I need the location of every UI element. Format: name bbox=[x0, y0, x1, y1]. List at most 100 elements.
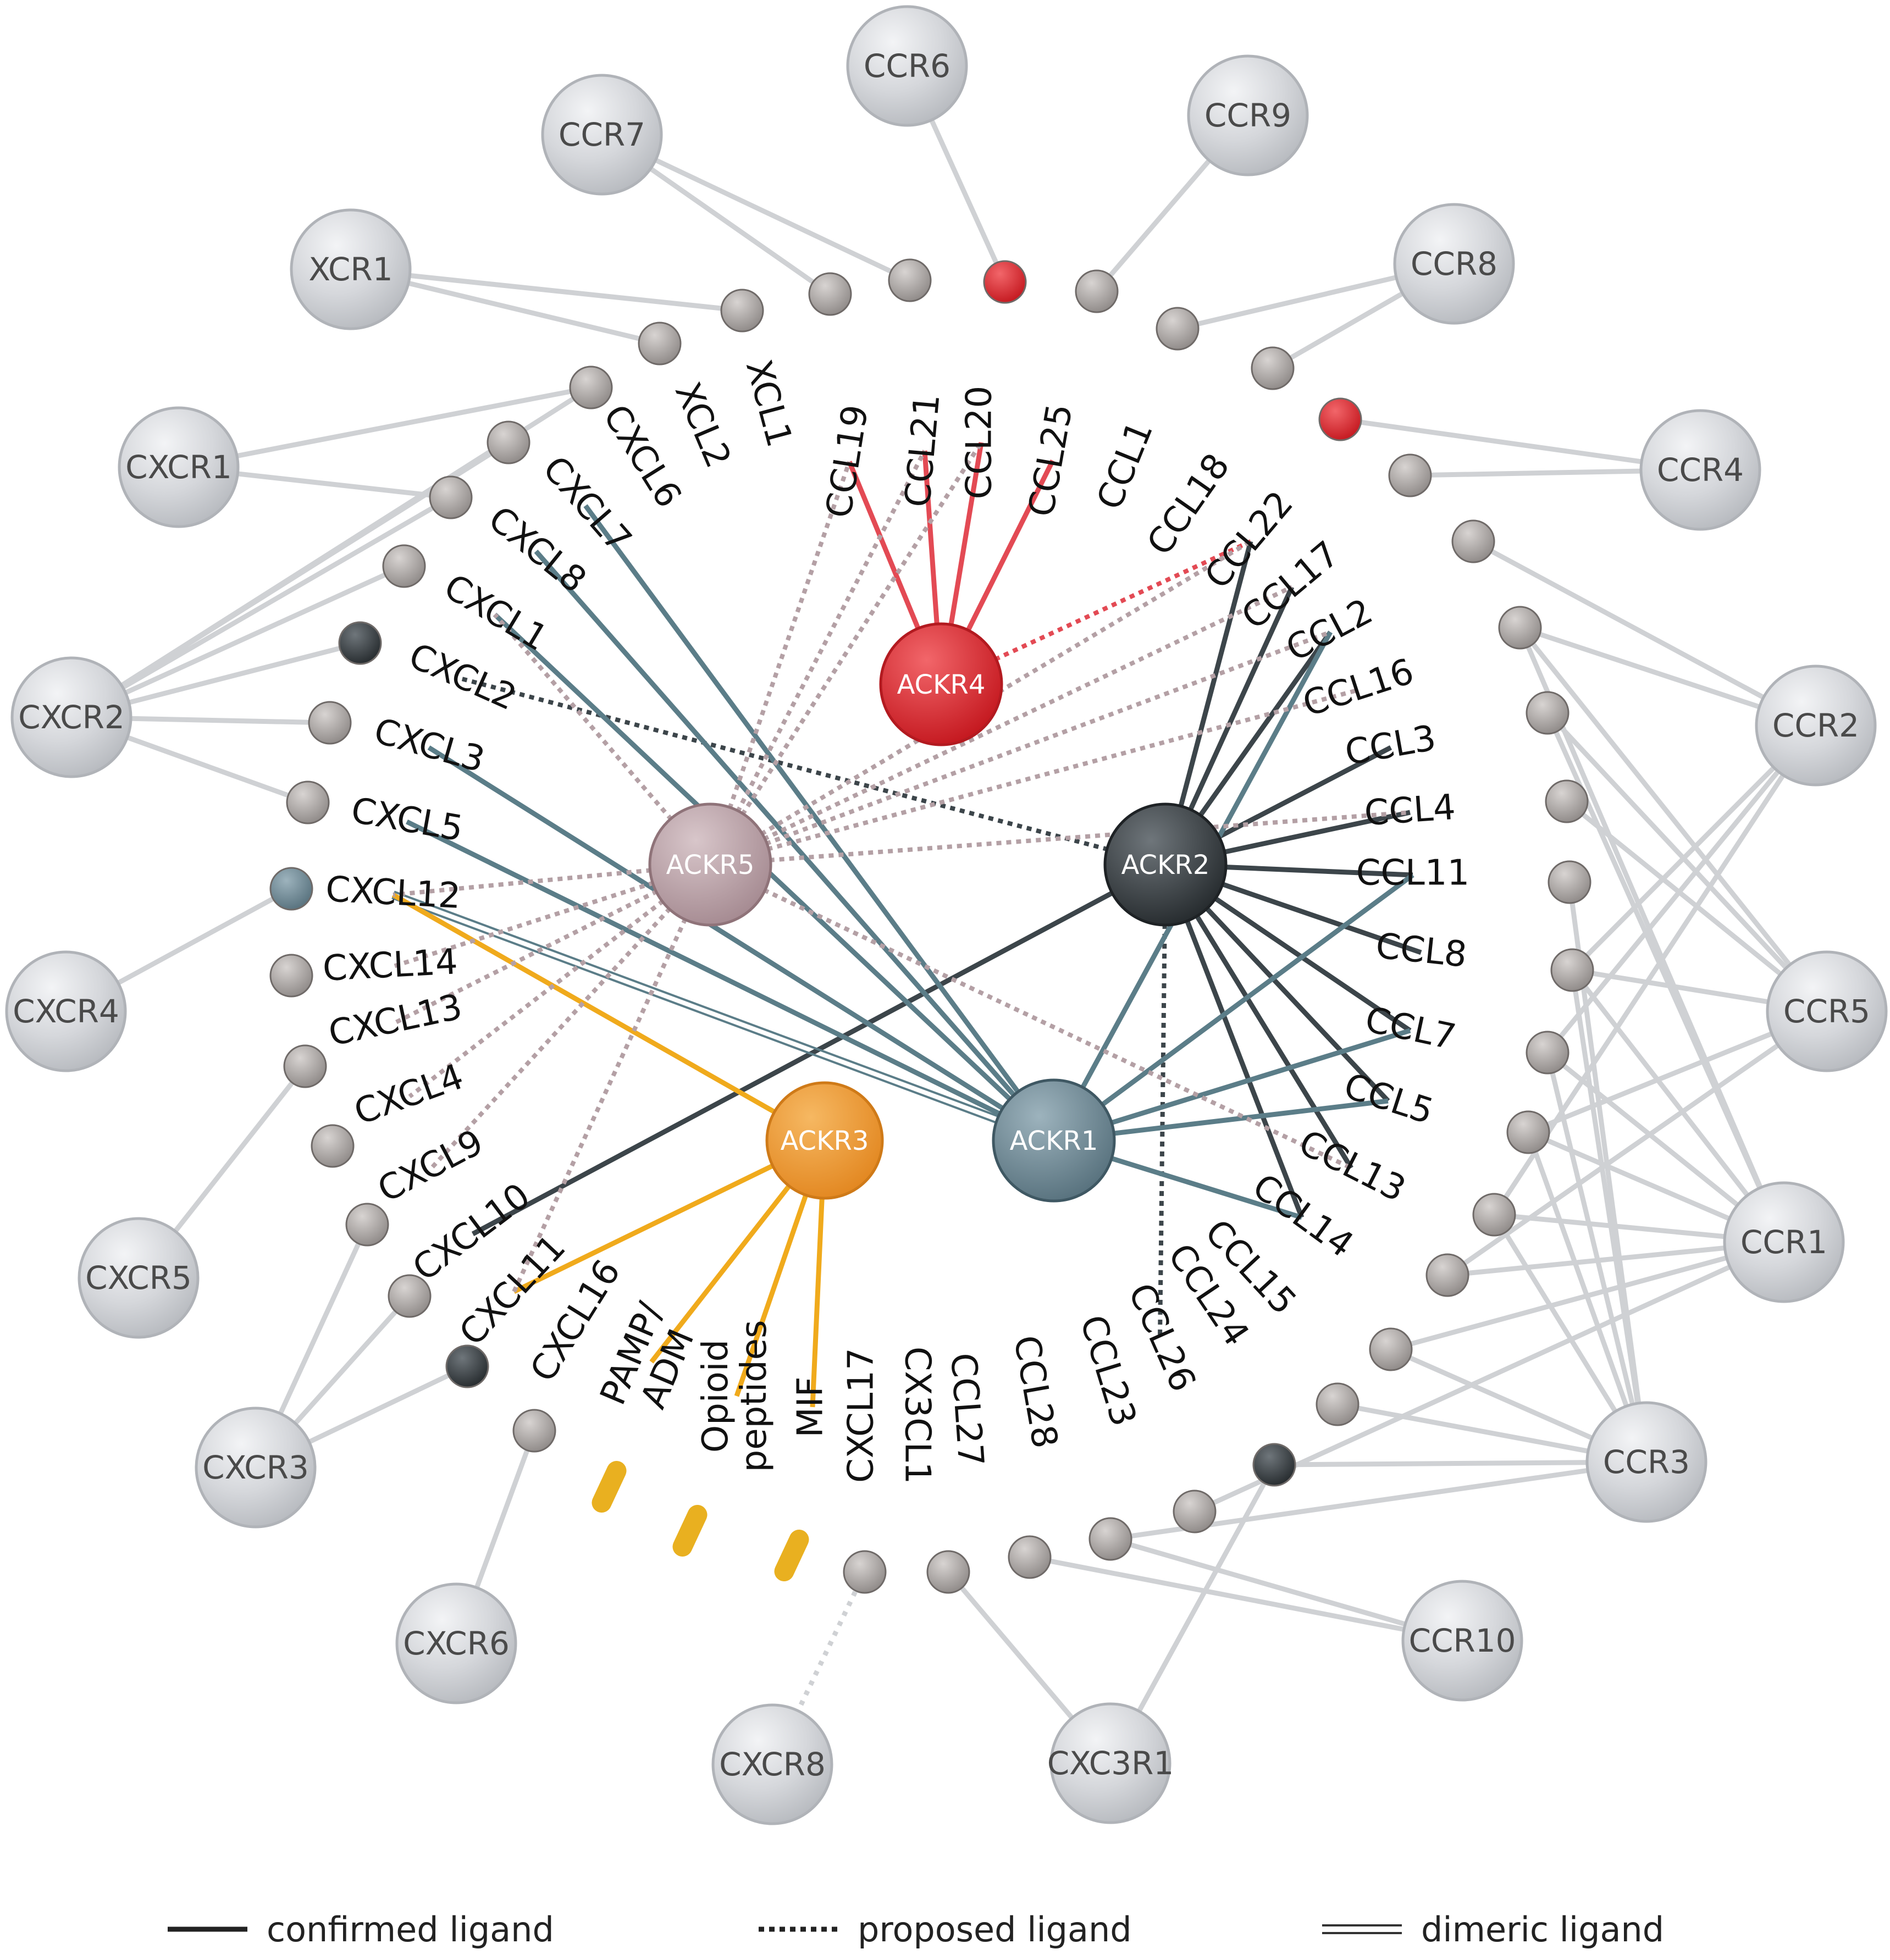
legend-dimeric-ligand: dimeric ligand bbox=[1322, 1909, 1664, 1950]
receptor-label-ccr1: CCR1 bbox=[1740, 1223, 1827, 1261]
ligand-label-mif: MIF bbox=[791, 1377, 831, 1438]
ligand-label-ccl27: CCL27 bbox=[942, 1352, 991, 1468]
ligand-dot-ccl17 bbox=[1388, 453, 1432, 497]
ligand-dot-cxcl9 bbox=[345, 1203, 389, 1247]
ligand-dot-cxcl14 bbox=[269, 954, 313, 998]
ligand-dot-ccl18 bbox=[1251, 346, 1295, 390]
receptor-node-cxcr1 bbox=[118, 406, 240, 528]
legend-confirmed-ligand: confirmed ligand bbox=[168, 1909, 554, 1950]
ligand-dot-cxcl1 bbox=[382, 544, 426, 588]
ackr-node-ackr4 bbox=[879, 622, 1003, 746]
ackr-link-ackr5-ccl4 bbox=[710, 810, 1411, 867]
ligand-dot-cxcl8 bbox=[429, 475, 473, 519]
receptor-ccr6: CCR6 bbox=[846, 5, 968, 127]
receptor-label-ccr4: CCR4 bbox=[1657, 451, 1744, 489]
ligand-cxcl17: CXCL17 bbox=[841, 1348, 887, 1594]
ligand-label-cxcl12: CXCL12 bbox=[325, 869, 462, 917]
receptor-label-cxcr2: CXCR2 bbox=[18, 699, 125, 736]
ackr-link-ackr1-cxcl7 bbox=[583, 504, 1056, 1142]
ackr-ackr5: ACKR5 bbox=[648, 802, 772, 927]
receptor-link-ccl2-ccr2 bbox=[1472, 539, 1817, 728]
ligand-dot-ccl15 bbox=[1369, 1327, 1413, 1371]
ligand-dot-cxcl4 bbox=[311, 1124, 355, 1168]
ligand-label-cxcl3: CXCL3 bbox=[369, 711, 489, 781]
ligand-dot-cxcl10 bbox=[388, 1274, 432, 1318]
ligand-label-cxcl9: CXCL9 bbox=[372, 1122, 490, 1211]
receptor-node-ccr3 bbox=[1585, 1401, 1707, 1523]
ligand-dot-cxcl13 bbox=[283, 1044, 327, 1088]
receptor-link-cxcl6-cxcr1 bbox=[178, 385, 592, 470]
ligand-dot-ccl23 bbox=[1173, 1490, 1217, 1533]
ligand-label-ccl11: CCL11 bbox=[1356, 853, 1469, 894]
ackr-link-ackr5-ccl20 bbox=[708, 441, 983, 866]
ligand-label-cxcl5: CXCL5 bbox=[348, 790, 466, 849]
ackr-link-ackr5-cxcl14 bbox=[389, 862, 711, 970]
ligand-cxcl5: CXCL5 bbox=[286, 780, 466, 850]
ligand-dot-pamp bbox=[592, 1460, 627, 1513]
ligand-dot-opioid bbox=[672, 1504, 708, 1557]
receptor-ccr3: CCR3 bbox=[1585, 1401, 1707, 1523]
ligand-dot-ccl7 bbox=[1526, 1031, 1570, 1075]
ackr-label-ackr5: ACKR5 bbox=[666, 850, 755, 881]
ligand-label-cxcl4: CXCL4 bbox=[349, 1056, 469, 1133]
receptor-label-ccr9: CCR9 bbox=[1204, 97, 1291, 134]
receptor-link-ccl27-ccr10 bbox=[1029, 1554, 1463, 1643]
legend-proposed-ligand: proposed ligand bbox=[759, 1909, 1132, 1950]
ligand-label-cxcl6: CXCL6 bbox=[595, 398, 689, 515]
ligand-cxcl14: CXCL14 bbox=[269, 942, 458, 998]
ligand-dot-ccl20 bbox=[983, 260, 1027, 304]
receptor-label-ccr8: CCR8 bbox=[1411, 245, 1497, 283]
ligand-ccl27: CCL27 bbox=[942, 1352, 1052, 1579]
receptor-node-ccr6 bbox=[846, 5, 968, 127]
ligand-label-ccl28: CCL28 bbox=[1005, 1332, 1065, 1451]
receptor-cxcr1: CXCR1 bbox=[118, 406, 240, 528]
ligand-dot-cx3cl1 bbox=[926, 1550, 970, 1594]
ackr-link-ackr5-cxcl4 bbox=[408, 862, 712, 1099]
ackr-link-ackr2-cxcl2 bbox=[461, 677, 1167, 867]
receptor-link-ccl26-ccr3 bbox=[1274, 1459, 1647, 1468]
ligand-label-cxcl13: CXCL13 bbox=[325, 987, 466, 1054]
receptor-node-ccr1 bbox=[1723, 1181, 1845, 1303]
receptor-node-cxcr6 bbox=[395, 1582, 517, 1704]
ackr-label-ackr3: ACKR3 bbox=[781, 1126, 869, 1156]
ligand-dot-ccl25 bbox=[1075, 269, 1119, 313]
receptor-label-ccr3: CCR3 bbox=[1603, 1443, 1690, 1481]
ligand-dot-ccl28 bbox=[1088, 1517, 1132, 1561]
ligand-label-cx3cl1: CX3CL1 bbox=[897, 1347, 937, 1484]
legend-label-confirmed-ligand: confirmed ligand bbox=[267, 1909, 554, 1950]
ackr-link-ackr5-ccl21 bbox=[708, 450, 927, 866]
ackr-link-ackr5-ccl22 bbox=[709, 539, 1252, 867]
receptor-ccr10: CCR10 bbox=[1401, 1580, 1523, 1702]
ligand-label-opioid: Opioidpeptides bbox=[695, 1320, 774, 1472]
receptor-label-ccr7: CCR7 bbox=[559, 116, 645, 153]
receptor-label-xcr1: XCR1 bbox=[308, 251, 393, 288]
legend: confirmed ligand proposed ligand dimeric l… bbox=[168, 1909, 1664, 1950]
receptor-link-xcl1-xcr1 bbox=[350, 267, 743, 313]
ligand-dot-ccl14 bbox=[1425, 1253, 1469, 1297]
ackr-link-ackr5-ccl19 bbox=[708, 461, 852, 866]
ligand-mif: MIF bbox=[774, 1377, 831, 1582]
receptor-xcr1: XCR1 bbox=[290, 208, 412, 330]
ligand-dot-cxcl2 bbox=[338, 621, 382, 665]
receptor-link-ccl16-ccr1 bbox=[1517, 627, 1787, 1243]
receptor-cxcr2: CXCR2 bbox=[10, 656, 132, 778]
legend-label-dimeric-ligand: dimeric ligand bbox=[1421, 1909, 1664, 1950]
ligand-dot-ccl27 bbox=[1008, 1535, 1052, 1579]
receptor-ccr1: CCR1 bbox=[1723, 1181, 1845, 1303]
ackr-label-ackr2: ACKR2 bbox=[1121, 850, 1210, 881]
ligand-cxcl3: CXCL3 bbox=[308, 701, 489, 781]
ligand-ccl7: CCL7 bbox=[1362, 999, 1570, 1075]
receptor-label-ccr5: CCR5 bbox=[1783, 993, 1870, 1030]
ligand-dot-ccl21 bbox=[888, 258, 932, 302]
ackr-ackr1: ACKR1 bbox=[992, 1078, 1116, 1203]
ligand-label-xcl1: XCL1 bbox=[738, 356, 800, 451]
ligand-dot-xcl1 bbox=[720, 289, 764, 333]
ligand-label-ccl23: CCL23 bbox=[1072, 1310, 1144, 1431]
receptor-node-ccr4 bbox=[1639, 409, 1761, 531]
ligand-ccl20: CCL20 bbox=[959, 260, 1027, 499]
ackr-label-ackr4: ACKR4 bbox=[897, 669, 986, 700]
ligand-ccl19: CCL19 bbox=[808, 272, 876, 521]
